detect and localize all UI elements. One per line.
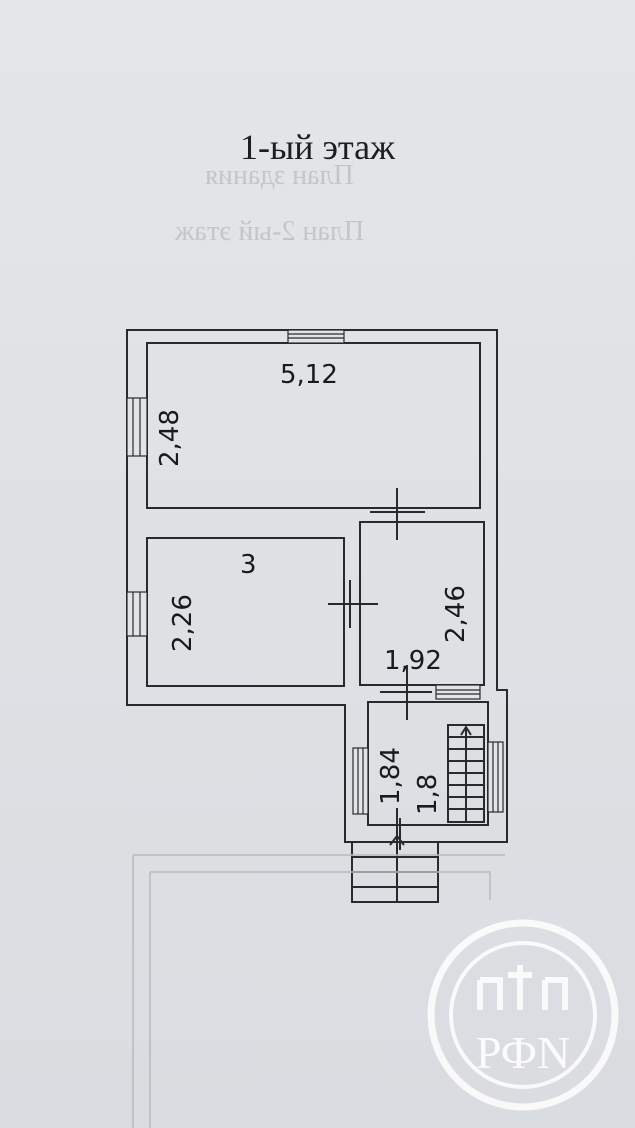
window-vestibule-left	[352, 747, 369, 815]
dim-vestibule-height: 1,84	[376, 747, 406, 805]
outer-wall	[126, 329, 508, 843]
window-left-1	[126, 397, 148, 457]
window-top	[287, 329, 345, 344]
window-mid-bottom	[435, 684, 481, 700]
window-vestibule-right	[487, 741, 504, 813]
dim-mid-width: 1,92	[384, 646, 442, 676]
dim-vestibule-width: 1,8	[413, 773, 443, 815]
window-left-2	[126, 591, 148, 637]
floor-title: 1-ый этаж	[240, 127, 395, 167]
ghost-plan	[132, 854, 505, 1128]
dim-top-height: 2,48	[155, 409, 185, 467]
watermark-letters: РФN	[476, 1027, 570, 1078]
dim-left-height: 2,26	[168, 594, 198, 652]
dim-mid-height: 2,46	[441, 585, 471, 643]
watermark-logo	[427, 919, 619, 1111]
dim-left-width: 3	[240, 550, 257, 580]
dim-top-width: 5,12	[280, 360, 338, 390]
